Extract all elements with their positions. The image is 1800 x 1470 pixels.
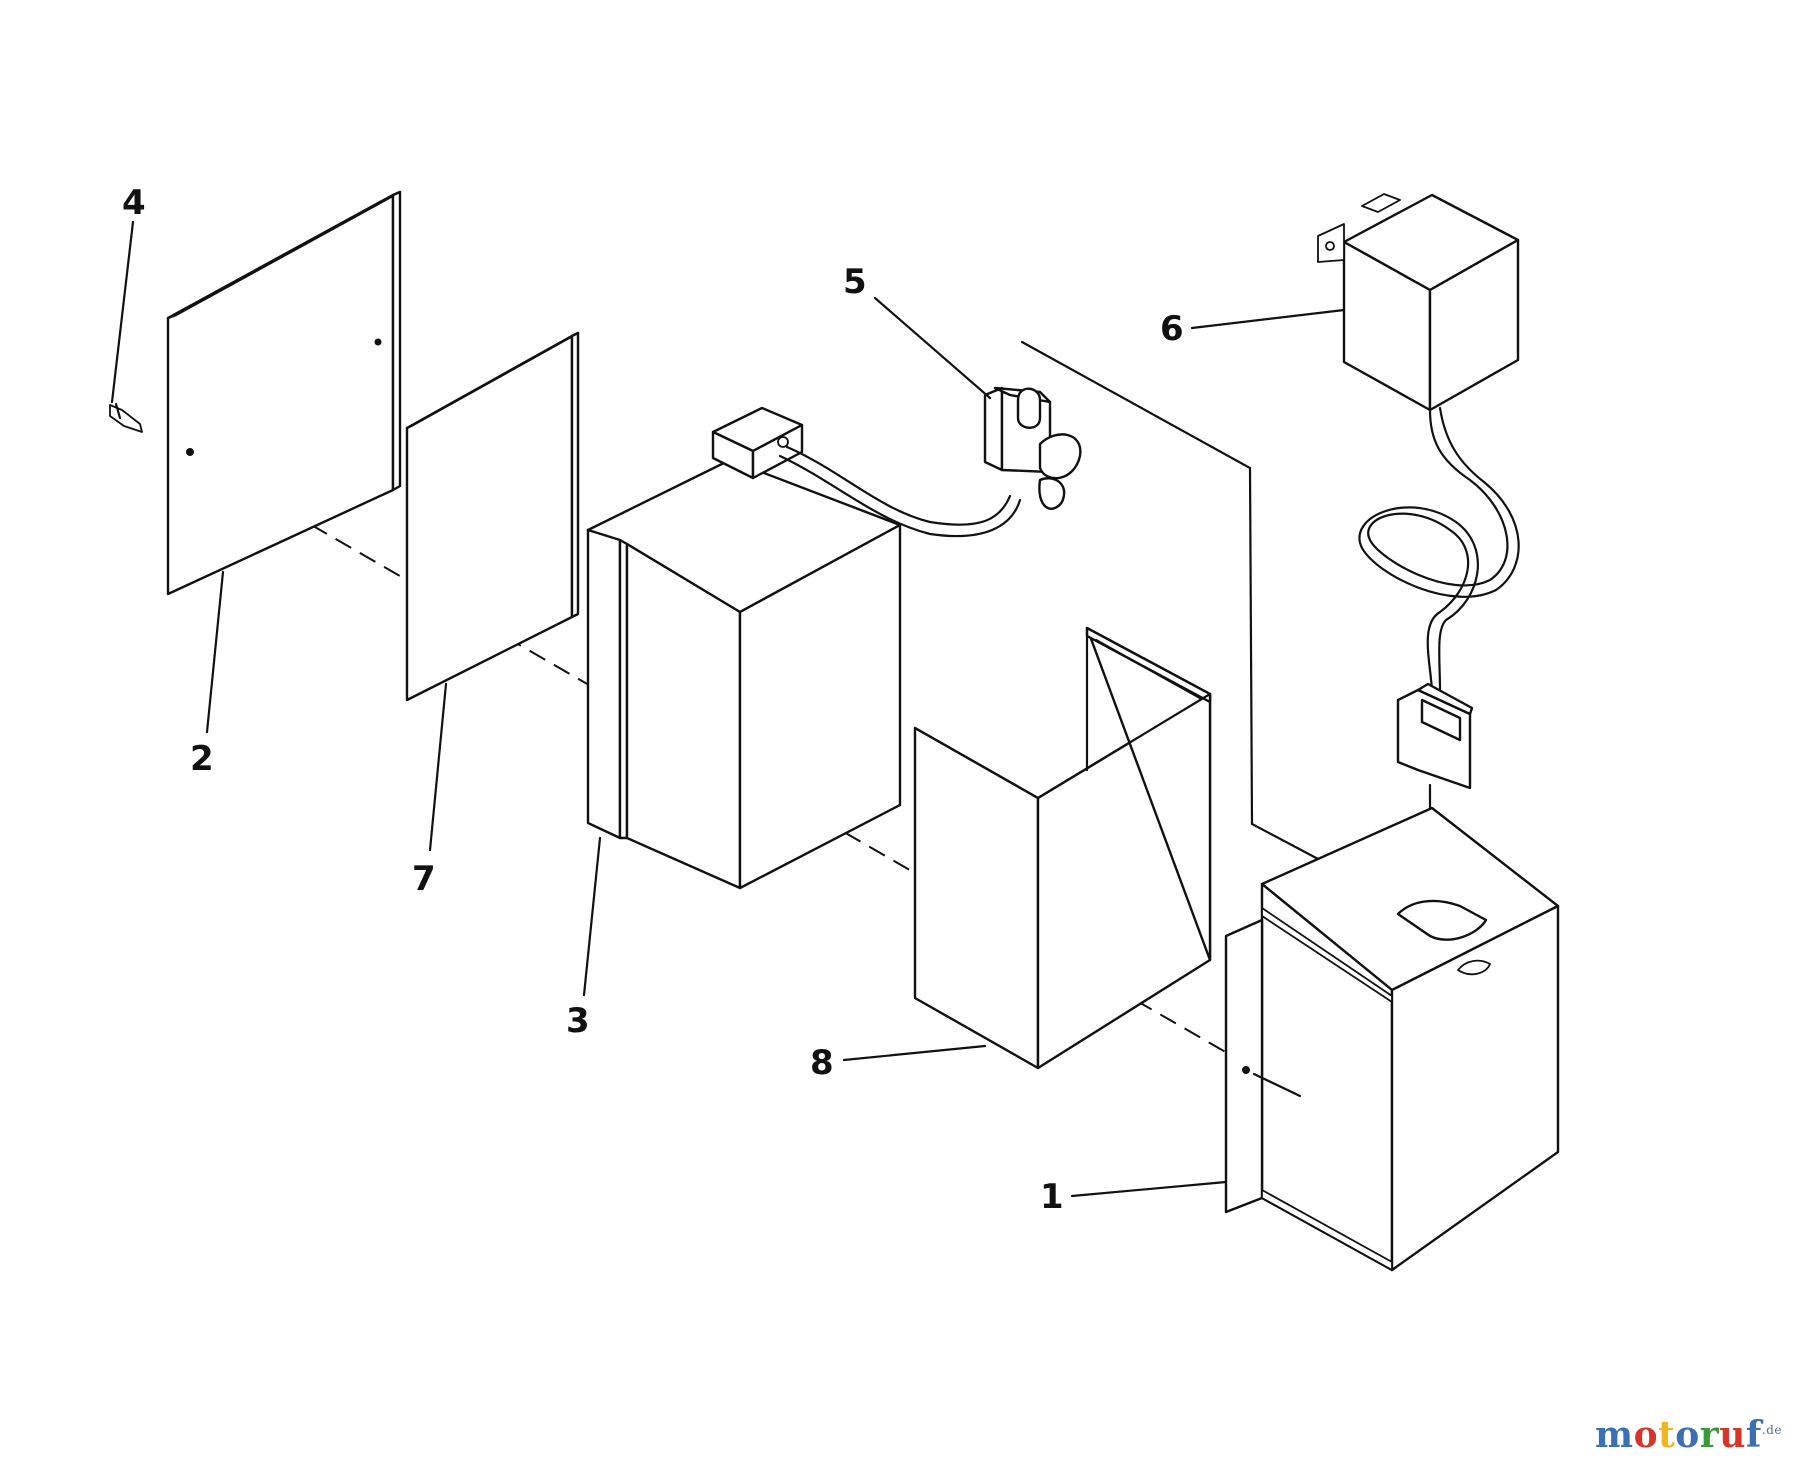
callout-leaders: [110, 220, 1346, 1198]
watermark-letter: f: [1745, 1414, 1762, 1456]
watermark-letter: o: [1675, 1414, 1700, 1456]
part-7-insulation-pad: [405, 331, 580, 702]
callout-1: 1: [1040, 1177, 1064, 1217]
watermark-letter: r: [1699, 1414, 1720, 1456]
watermark-letter: o: [1633, 1414, 1659, 1456]
motoruf-watermark-logo: motoruf.de: [1595, 1414, 1782, 1456]
callout-numbers: 4 2 7 3 5 6 8 1: [122, 183, 1184, 1217]
callout-3: 3: [566, 1001, 590, 1041]
battery-lead-wire: [778, 445, 1022, 538]
callout-4: 4: [122, 183, 146, 223]
watermark-letter: m: [1594, 1414, 1634, 1456]
part-6-ac-adapter: [1317, 193, 1520, 902]
part-5-connector: [983, 386, 1082, 510]
part-4-screw: [109, 402, 143, 433]
watermark-letter: t: [1658, 1414, 1676, 1456]
callout-5: 5: [843, 262, 867, 302]
part-1-housing: [1224, 806, 1560, 1272]
watermark-suffix: .de: [1761, 1423, 1782, 1437]
callout-8: 8: [810, 1043, 834, 1083]
part-3-battery: [586, 406, 902, 890]
callout-7: 7: [412, 859, 436, 899]
housing-outline-guide: [1020, 340, 1322, 862]
callout-6: 6: [1160, 309, 1184, 349]
callout-2: 2: [190, 739, 214, 779]
watermark-letter: u: [1719, 1414, 1746, 1456]
part-2-front-panel: [166, 190, 402, 596]
part-8-bracket: [913, 626, 1212, 1070]
